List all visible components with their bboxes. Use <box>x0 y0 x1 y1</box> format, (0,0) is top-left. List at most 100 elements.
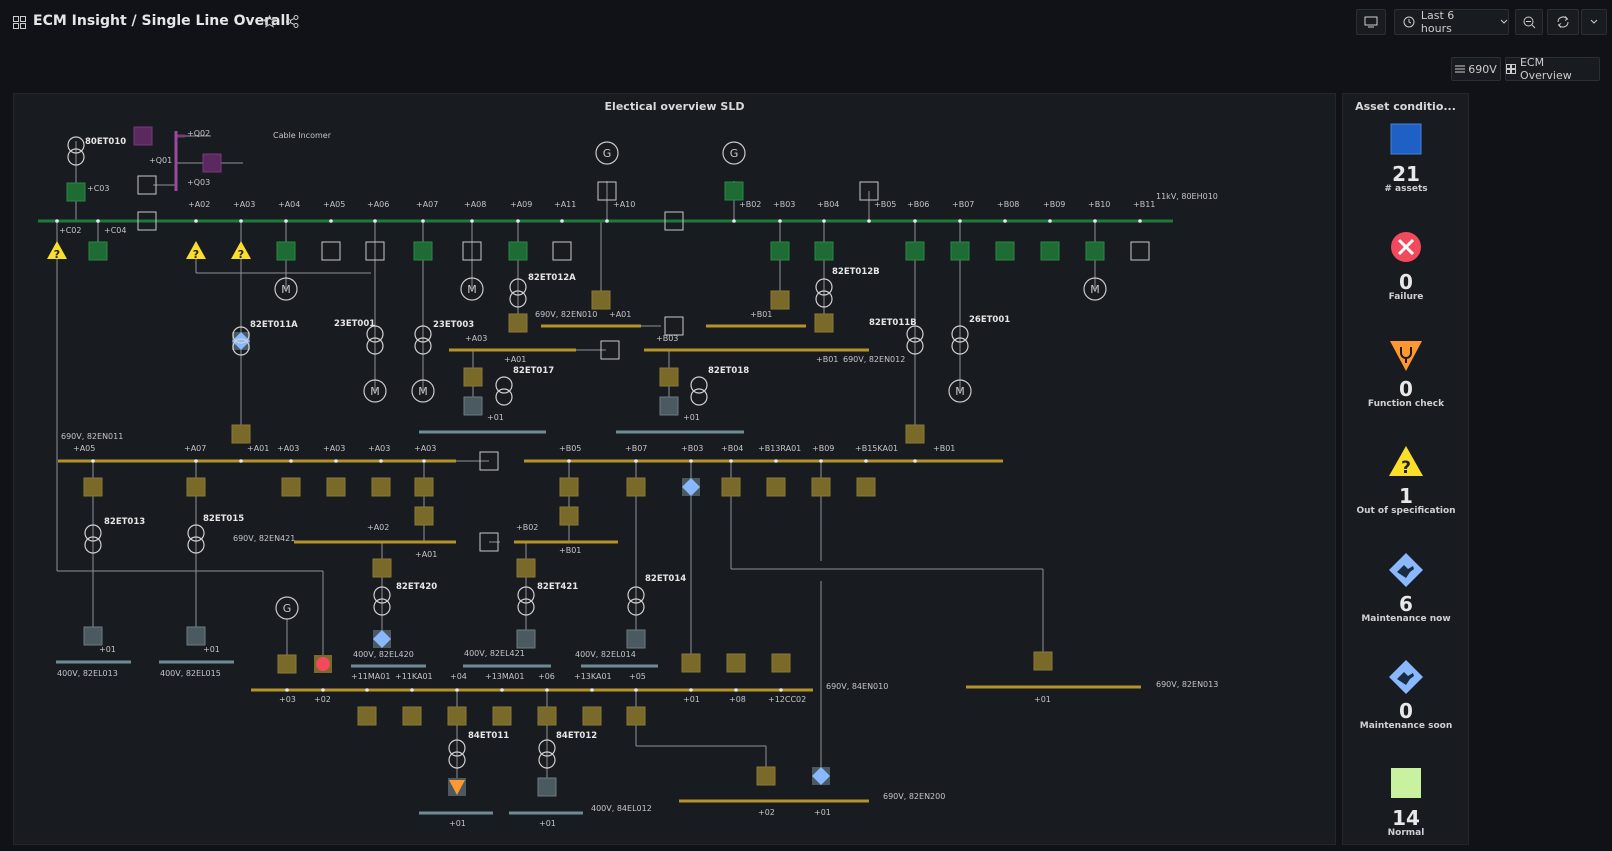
asset-card-4: 6 Maintenance now <box>1343 552 1469 624</box>
diagram-label: 400V, 84EL012 <box>591 804 652 813</box>
junction-dot <box>239 459 243 463</box>
diagram-label: +B06 <box>907 200 929 209</box>
breaker <box>597 181 617 201</box>
junction-dot <box>560 219 564 223</box>
junction-dot <box>913 459 917 463</box>
menu-lines-icon <box>1455 65 1466 73</box>
ecm-overview-link[interactable]: ECM Overview <box>1505 56 1600 82</box>
time-range-picker[interactable]: Last 6 hours <box>1394 9 1509 35</box>
refresh-button[interactable] <box>1547 9 1579 35</box>
junction-dot <box>634 459 638 463</box>
breaker <box>856 477 876 497</box>
diagram-label: +A02 <box>367 523 389 532</box>
diagram-label: +B07 <box>625 444 647 453</box>
variable-690v-button[interactable]: 690V <box>1451 57 1501 81</box>
device-letter: M <box>1090 283 1100 296</box>
junction-dot <box>373 219 377 223</box>
sld-panel-title: Electical overview SLD <box>604 100 745 113</box>
out-of-spec-icon <box>186 241 206 259</box>
transformer-winding <box>232 326 250 344</box>
junction-dot <box>958 219 962 223</box>
dashboards-grid-icon[interactable] <box>13 16 26 29</box>
diagram-label: 11kV, 80EH010 <box>1156 192 1218 201</box>
assets-square-icon <box>1390 123 1422 155</box>
diagram-label: 690V, 82EN012 <box>843 355 905 364</box>
transformer-winding <box>84 524 102 542</box>
breaker <box>479 451 499 471</box>
asset-card-label: Normal <box>1387 828 1425 838</box>
breaker <box>537 777 557 797</box>
diagram-label: +01 <box>203 645 220 654</box>
junction-dot <box>729 459 733 463</box>
diagram-label: 690V, 82EN421 <box>233 534 295 543</box>
diagram-label: +B10 <box>1088 200 1110 209</box>
junction-dot <box>365 688 369 692</box>
diagram-label: +B11 <box>1133 200 1155 209</box>
busbars <box>38 131 1173 815</box>
transformer-winding <box>187 536 205 554</box>
diagram-label: +B03 <box>773 200 795 209</box>
breaker <box>681 653 701 673</box>
breaker <box>771 653 791 673</box>
refresh-interval-dropdown[interactable] <box>1581 9 1607 35</box>
diagram-label: +A05 <box>73 444 95 453</box>
diagram-label: 82ET011A <box>250 320 298 330</box>
device-letter: M <box>467 283 477 296</box>
junction-dot <box>321 688 325 692</box>
asset-card-value: 0 <box>1399 699 1413 723</box>
tv-mode-button[interactable] <box>1356 9 1386 35</box>
breaker <box>995 241 1015 261</box>
junction-dot <box>421 219 425 223</box>
failure-x-icon <box>1391 232 1421 262</box>
diagram-label: +12CC02 <box>768 695 806 704</box>
junction-dot <box>1048 219 1052 223</box>
diagram-label: 400V, 82EL013 <box>57 669 118 678</box>
page-title[interactable]: ECM Insight / Single Line Overall <box>33 13 291 29</box>
diagram-label: +13MA01 <box>485 672 524 681</box>
breaker <box>231 424 251 444</box>
diagram-label: 82ET017 <box>513 366 554 376</box>
diagram-label: 400V, 82EL421 <box>464 649 525 658</box>
diagram-label: 23ET003 <box>433 320 474 330</box>
diagram-label: +01 <box>683 695 700 704</box>
diagram-label: +B05 <box>559 444 581 453</box>
diagram-label: +01 <box>683 413 700 422</box>
diagram-label: +A03 <box>277 444 299 453</box>
junction-dot <box>1093 219 1097 223</box>
share-icon[interactable] <box>286 15 299 28</box>
breaker <box>414 506 434 526</box>
motor-icon <box>274 277 298 301</box>
zoom-out-button[interactable] <box>1515 9 1543 35</box>
diagram-label: +B08 <box>997 200 1019 209</box>
motor-icon <box>411 379 435 403</box>
diagram-label: +A01 <box>247 444 269 453</box>
asset-card-2: 0 Function check <box>1343 337 1469 409</box>
breaker <box>559 477 579 497</box>
junction-dot <box>422 459 426 463</box>
diagram-label: +01 <box>1034 695 1051 704</box>
transformer-winding <box>815 278 833 296</box>
junction-dot <box>867 219 871 223</box>
junction-dot <box>689 688 693 692</box>
breaker <box>659 396 679 416</box>
asset-card-value: 21 <box>1392 162 1420 186</box>
diagram-label: +A11 <box>554 200 576 209</box>
star-icon[interactable] <box>263 15 276 28</box>
transformer-winding <box>366 337 384 355</box>
diagram-label: +A03 <box>233 200 255 209</box>
junction-dot <box>500 688 504 692</box>
diagram-label: 82ET011B <box>869 318 917 328</box>
diagram-label: +A01 <box>415 550 437 559</box>
diagram-label: 82ET018 <box>708 366 749 376</box>
junction-dot <box>516 219 520 223</box>
breaker <box>372 558 392 578</box>
diagram-label: +A03 <box>368 444 390 453</box>
transformer-winding <box>906 337 924 355</box>
transformer-winding <box>690 376 708 394</box>
diagram-label: +Q02 <box>187 129 210 138</box>
device-letter: M <box>955 385 965 398</box>
junction-dot <box>822 219 826 223</box>
junction-dot <box>91 459 95 463</box>
breaker <box>326 477 346 497</box>
breaker <box>463 367 483 387</box>
